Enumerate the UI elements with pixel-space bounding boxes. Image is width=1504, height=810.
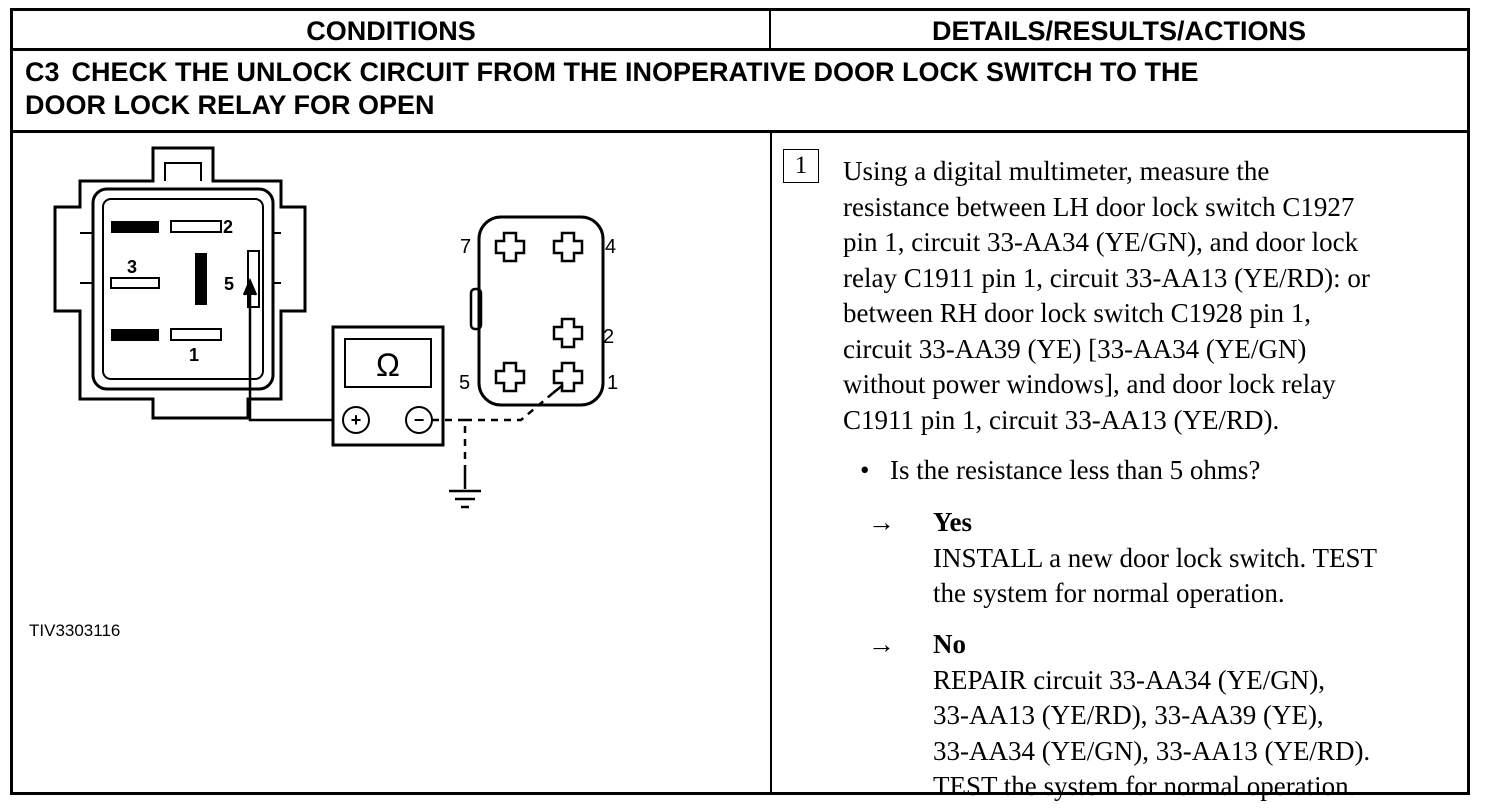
plus-sign: + <box>351 410 362 430</box>
ground-icon <box>449 471 481 509</box>
step-title-line1: CHECK THE UNLOCK CIRCUIT FROM THE INOPER… <box>71 57 1199 87</box>
no-label: No <box>933 629 966 659</box>
switch-terminal-5 <box>247 250 260 308</box>
table-header-row: CONDITIONS DETAILS/RESULTS/ACTIONS <box>13 11 1467 51</box>
details-column: 1 Using a digital multimeter, measure th… <box>778 145 1468 801</box>
relay-terminals <box>494 231 584 393</box>
conditions-header: CONDITIONS <box>13 11 771 48</box>
switch-terminal-blade <box>195 253 207 305</box>
switch-pin-label: 3 <box>127 257 137 277</box>
relay-terminal-4 <box>552 231 584 263</box>
yes-label: Yes <box>933 507 972 537</box>
action-instruction: Using a digital multimeter, measure the … <box>843 156 1370 435</box>
switch-terminal-blade <box>111 221 159 233</box>
relay-terminal-5 <box>494 361 526 393</box>
switch-terminal-blade <box>111 329 159 341</box>
step-title: C3 CHECK THE UNLOCK CIRCUIT FROM THE INOP… <box>13 51 1467 133</box>
question-text: Is the resistance less than 5 ohms? <box>890 455 1261 485</box>
multimeter: Ω + − <box>331 325 445 447</box>
column-divider <box>770 133 772 795</box>
multimeter-display <box>344 338 432 388</box>
action-number: 1 <box>783 149 819 183</box>
arrow-right-icon: → <box>868 629 895 659</box>
switch-pin-label: 5 <box>224 274 234 294</box>
switch-terminals <box>110 220 260 341</box>
wiring-diagram: 2 3 5 1 Ω + − <box>13 133 770 795</box>
relay-pin-label: 7 <box>460 236 471 258</box>
relay-pin-label: 1 <box>607 372 618 394</box>
positive-probe-lead <box>242 277 333 422</box>
arrow-right-icon: → <box>868 507 895 537</box>
plus-terminal-icon <box>342 406 370 434</box>
bullet-icon: • <box>860 455 870 485</box>
relay-pin-label: 5 <box>459 372 470 394</box>
ohm-symbol: Ω <box>376 347 400 383</box>
details-header: DETAILS/RESULTS/ACTIONS <box>931 16 1306 46</box>
step-title-line2: DOOR LOCK RELAY FOR OPEN <box>25 90 435 120</box>
relay-pin-label: 4 <box>605 236 616 258</box>
yes-text: INSTALL a new door lock switch. TEST the… <box>933 542 1378 609</box>
question-item: • Is the resistance less than 5 ohms? <box>860 453 1420 489</box>
procedure-table: CONDITIONS DETAILS/RESULTS/ACTIONS C3 CHE… <box>10 8 1470 801</box>
switch-pin-label: 2 <box>223 217 233 237</box>
step-code: C3 <box>25 57 60 87</box>
switch-terminal-1 <box>170 328 222 341</box>
negative-probe-lead <box>432 384 564 471</box>
relay-terminal-1 <box>552 361 584 393</box>
switch-terminal-3 <box>110 277 160 289</box>
switch-terminal-2 <box>170 220 222 233</box>
relay-terminal-2 <box>552 317 584 349</box>
relay-connector <box>469 215 605 407</box>
no-text: REPAIR circuit 33-AA34 (YE/GN), 33-AA13 … <box>933 664 1371 802</box>
switch-pin-label: 1 <box>189 345 199 365</box>
diagram-svg: 2 3 5 1 Ω + − <box>53 146 618 509</box>
relay-terminal-7 <box>494 231 526 263</box>
switch-connector <box>53 146 307 420</box>
minus-sign: − <box>414 410 425 430</box>
relay-pin-label: 2 <box>603 326 614 348</box>
figure-id: TIV3303116 <box>29 621 121 640</box>
